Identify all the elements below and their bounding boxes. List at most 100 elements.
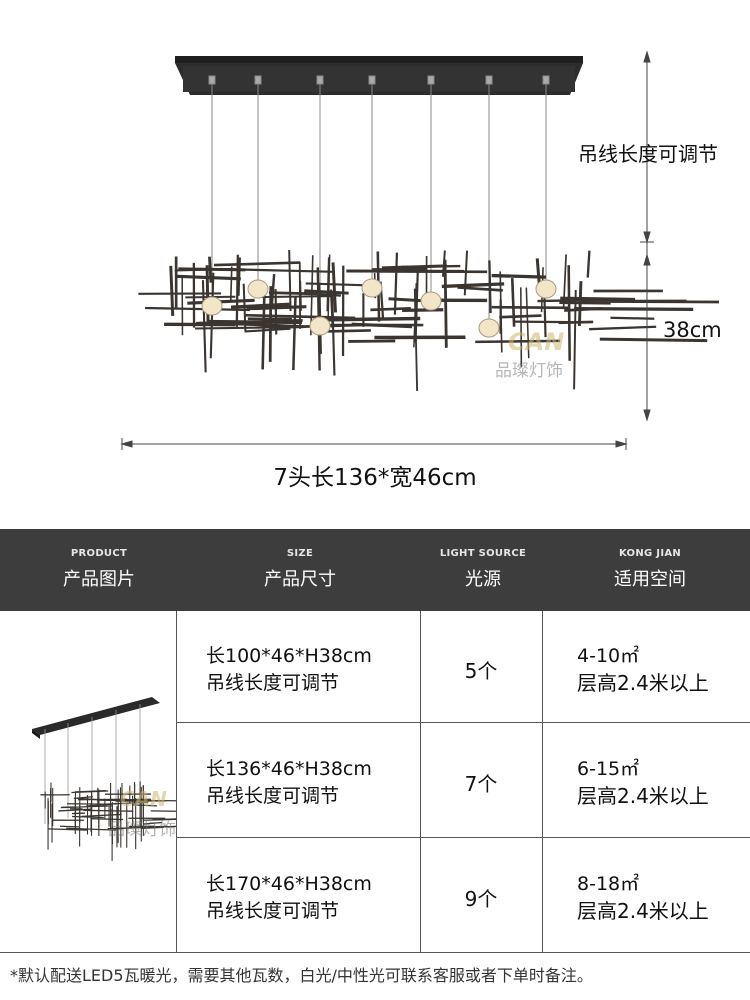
size-cell: 长170*46*H38cm 吊线长度可调节 [206, 871, 372, 925]
fixture-rod [586, 250, 591, 278]
lamp-glass [309, 316, 331, 336]
space-cell: 6-15㎡ 层高2.4米以上 [577, 756, 709, 810]
thumb-rod [81, 813, 122, 818]
lamp-glass [535, 279, 557, 299]
thumb-rod [73, 796, 93, 800]
fixture-rod [577, 281, 583, 327]
fixture-rod [242, 283, 247, 333]
thumb-rod [71, 790, 109, 794]
lamp-glass [361, 278, 383, 298]
table-row: 长136*46*H38cm 吊线长度可调节 7个 6-15㎡ 层高2.4米以上 [0, 724, 750, 837]
fixture-rod [573, 289, 577, 390]
fixture-rod [559, 301, 611, 305]
fixture-rod [169, 265, 175, 317]
fixture-rod [235, 254, 239, 327]
fixture-rod [562, 254, 567, 308]
wire-clip [427, 75, 435, 85]
fixture-rod [525, 287, 530, 359]
fixture-rod [174, 268, 222, 272]
fixture-rod [413, 288, 419, 392]
height-dimension-line [640, 50, 654, 422]
size-value: 长170*46*H38cm [206, 873, 372, 895]
fixture-rod [145, 306, 250, 312]
size-cell: 长136*46*H38cm 吊线长度可调节 [206, 756, 372, 810]
fixture-rod [564, 307, 602, 312]
size-value: 长100*46*H38cm [206, 645, 372, 667]
light-count: 7个 [464, 772, 498, 796]
lamp-glass [478, 318, 500, 338]
fixture-rod [229, 266, 233, 301]
fixture-rod [381, 264, 447, 270]
fixture-rod [199, 321, 283, 327]
spec-table-header: PRODUCT 产品图片 SIZE 产品尺寸 LIGHT SOURCE 光源 K… [0, 529, 750, 611]
header-size-en: SIZE [286, 548, 314, 559]
header-space-cn: 适用空间 [614, 569, 686, 590]
thumb-canopy [32, 697, 160, 739]
table-divider [0, 952, 750, 953]
header-light-en: LIGHT SOURCE [439, 548, 527, 559]
size-caption: 7头长136*宽46cm [273, 465, 477, 491]
table-row: 长100*46*H38cm 吊线长度可调节 5个 4-10㎡ 层高2.4米以上 [0, 611, 750, 724]
watermark-logo: CAN [508, 328, 565, 356]
wire-clip [485, 75, 493, 85]
lamp-glass [247, 279, 269, 299]
thumb-rod [47, 828, 87, 831]
fixture-rod [475, 339, 561, 344]
chandelier-drawing [120, 50, 719, 450]
size-value: 长136*46*H38cm [206, 758, 372, 780]
thumb-watermark-text: 品璨灯饰 [108, 820, 176, 840]
size-note: 吊线长度可调节 [206, 900, 340, 922]
header-light-cn: 光源 [465, 569, 501, 590]
size-cell: 长100*46*H38cm 吊线长度可调节 [206, 643, 372, 697]
thumb-rod [150, 810, 176, 812]
spec-table: CAN 品璨灯饰 长100*46*H38cm 吊线长度可调节 5个 4-10㎡ … [0, 611, 750, 954]
product-thumbnail [32, 697, 176, 861]
table-divider [542, 611, 543, 952]
header-product: PRODUCT 产品图片 [0, 529, 198, 611]
thumb-fixture [40, 781, 176, 861]
fixture-rod [288, 249, 292, 312]
fixture-rod [299, 280, 302, 311]
cable-length-note: 吊线长度可调节 [578, 142, 718, 166]
light-count: 5个 [464, 659, 498, 683]
fixture-rod [261, 288, 266, 370]
table-row: 长170*46*H38cm 吊线长度可调节 9个 8-18㎡ 层高2.4米以上 [0, 839, 750, 952]
thumb-rod [152, 818, 176, 821]
fixture-rod [237, 257, 241, 296]
wire-clip [208, 75, 216, 85]
thumb-rod [60, 805, 113, 809]
fixture-rod [292, 297, 297, 371]
thumb-watermark-logo: CAN [120, 787, 167, 811]
floor-height: 层高2.4米以上 [577, 784, 709, 808]
width-dimension-line [120, 438, 628, 450]
wire-clip [542, 75, 550, 85]
fixture-rod [326, 257, 330, 312]
area-value: 8-18㎡ [577, 873, 640, 895]
fixture-rod [324, 329, 371, 333]
light-count: 9个 [464, 887, 498, 911]
size-note: 吊线长度可调节 [206, 785, 340, 807]
fixture-rod [230, 302, 290, 309]
fixture-rod [567, 265, 571, 361]
space-cell: 4-10㎡ 层高2.4米以上 [577, 643, 709, 697]
suspension-wires [208, 75, 550, 322]
lamp-glass [420, 291, 442, 311]
footnote: *默认配送LED5瓦暖光，需要其他瓦数，白光/中性光可联系客服或者下单时备注。 [10, 966, 593, 985]
header-space-en: KONG JIAN [618, 548, 682, 559]
fixture-rod [208, 256, 213, 283]
fixture-rod [510, 278, 516, 327]
canopy-plate [175, 56, 583, 95]
fixture-rod [213, 261, 301, 267]
fixture-rod [589, 325, 657, 331]
fixture-rod [370, 306, 411, 312]
table-divider [176, 837, 750, 838]
height-dimension-label: 38cm [663, 318, 722, 342]
table-divider [420, 611, 421, 952]
fixture-grid [138, 249, 719, 392]
fixture-rod [176, 274, 241, 281]
fixture-rod [245, 327, 291, 333]
fixture-rod [443, 259, 448, 348]
fixture-rod [599, 337, 708, 343]
fixture-rod [463, 250, 469, 296]
thumb-rod [143, 821, 163, 825]
